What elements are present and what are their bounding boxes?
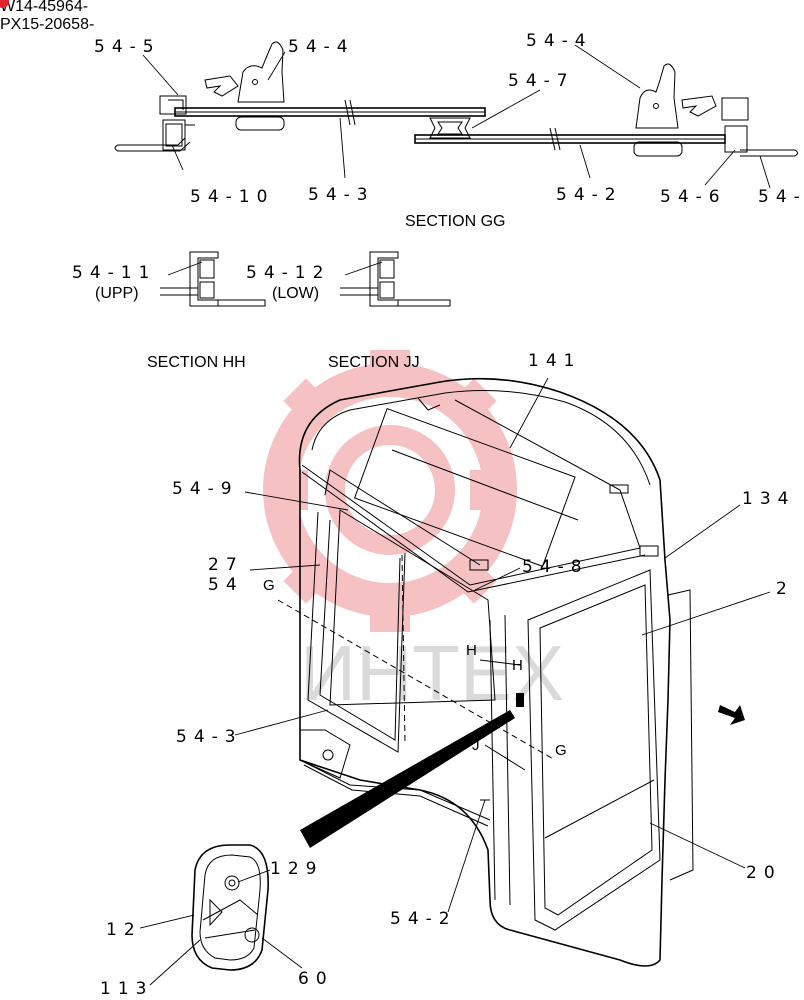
callout-54-2: 54-2 [390, 909, 457, 929]
callout-141: 141 [528, 351, 581, 371]
callout-54-12: 54-12 [246, 263, 330, 283]
brand-dot-icon [0, 0, 9, 8]
variant-upper: (UPP) [95, 285, 139, 302]
callout-54: 54 [208, 575, 244, 595]
section-cut-line-jj [484, 744, 526, 771]
callout-54-8: 54-8 [522, 557, 589, 577]
watermark-logo [263, 350, 517, 632]
variant-lower: (LOW) [272, 285, 319, 302]
callout-60: 60 [298, 969, 334, 989]
part-number-header: W14-45964- [0, 0, 88, 16]
section-gg-title: SECTION GG [405, 213, 505, 230]
callout-54-10: 54-10 [190, 187, 274, 207]
callout-113: 113 [100, 979, 153, 999]
part-number-line-1: W14-45964- [0, 0, 89, 15]
leader-lines [139, 44, 771, 986]
section-cut-line-gg [277, 599, 556, 761]
section-gg-left-window [114, 95, 486, 152]
callout-54-3: 54-3 [176, 727, 243, 747]
part-number-line-2: PX15-20658- [0, 16, 95, 33]
callout-12: 12 [106, 920, 142, 940]
callout-54-6: 54-6 [660, 187, 727, 207]
callout-54-edge: 54- [758, 187, 804, 207]
section-cut-line-hh [479, 659, 521, 666]
callout-2: 2 [776, 579, 794, 599]
callout-134: 134 [742, 489, 795, 509]
cut-marker-h-left: H [466, 642, 477, 659]
callout-129: 129 [270, 859, 323, 879]
section-hh-title: SECTION HH [147, 354, 246, 371]
section-jj-title: SECTION JJ [328, 354, 420, 371]
window-latch-left [204, 41, 285, 131]
section-cut-markers: G H H J G [263, 577, 567, 759]
side-mirror-assembly [191, 844, 269, 971]
watermark-text: ИНТЕХ [300, 629, 564, 717]
part-number-header-2: PX15-20658- [0, 16, 94, 34]
callout-54-2-section: 54-2 [556, 185, 623, 205]
callout-54-7: 54-7 [508, 71, 575, 91]
section-jj-profile [340, 251, 451, 307]
callout-54-9: 54-9 [172, 479, 239, 499]
detail-view-arrow [300, 710, 515, 848]
cut-marker-g-bottom: G [555, 742, 567, 759]
callout-54-11: 54-11 [72, 263, 156, 283]
cut-marker-j-bottom: J [472, 737, 480, 754]
section-hh-profile [160, 251, 266, 307]
cut-marker-h-right: H [512, 657, 523, 674]
callout-54-5: 54-5 [94, 37, 161, 57]
callout-20: 20 [746, 863, 782, 883]
window-latch-right [633, 63, 717, 157]
cab-frame [298, 377, 745, 967]
callout-54-3-section: 54-3 [308, 185, 375, 205]
callout-54-4-right: 54-4 [526, 31, 593, 51]
callout-27: 27 [208, 555, 244, 575]
cut-marker-g-top: G [263, 577, 275, 594]
callout-54-4-left: 54-4 [288, 37, 355, 57]
section-gg-right-window [414, 97, 798, 157]
callout-labels: 54-5 54-4 54-4 54-7 54-10 54-3 54-2 54-6… [72, 31, 804, 999]
